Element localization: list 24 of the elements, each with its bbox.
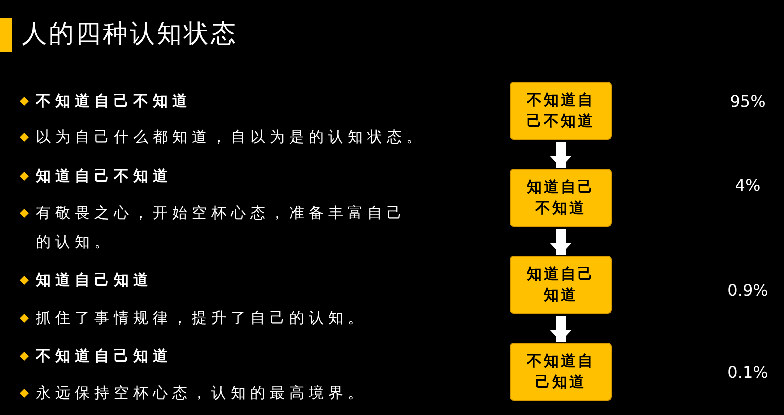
body-text: 有敬畏之心，开始空杯心态，准备丰富自己的认知。 [36,203,408,253]
body-text: 永远保持空杯心态，认知的最高境界。 [36,383,368,404]
percentage-text: 0.1% [726,363,770,383]
arrow [550,142,572,168]
box-text: 知道自己不知道 [526,177,596,219]
process-box [510,82,612,140]
heading-text: 知道自己不知道 [36,166,172,187]
percentage-text: 4% [734,176,762,196]
body-text: 以为自己什么都知道，自以为是的认知状态。 [36,127,426,148]
arrow [550,316,572,342]
process-box [510,343,612,401]
heading-text: 不知道自己不知道 [36,91,192,112]
box-text: 知道自己知道 [526,264,596,306]
body-text: 抓住了事情规律，提升了自己的认知。 [36,308,368,329]
percentage-text: 0.9% [726,281,770,301]
heading-text: 不知道自己知道 [36,346,172,367]
process-box [510,169,612,227]
process-box [510,256,612,314]
arrow [550,229,572,255]
percentage-text: 95% [729,92,767,112]
heading-text: 知道自己知道 [36,270,153,291]
box-text: 不知道自己不知道 [526,90,596,132]
title: 人的四种认知状态 [22,18,238,50]
box-text: 不知道自己知道 [526,351,596,393]
